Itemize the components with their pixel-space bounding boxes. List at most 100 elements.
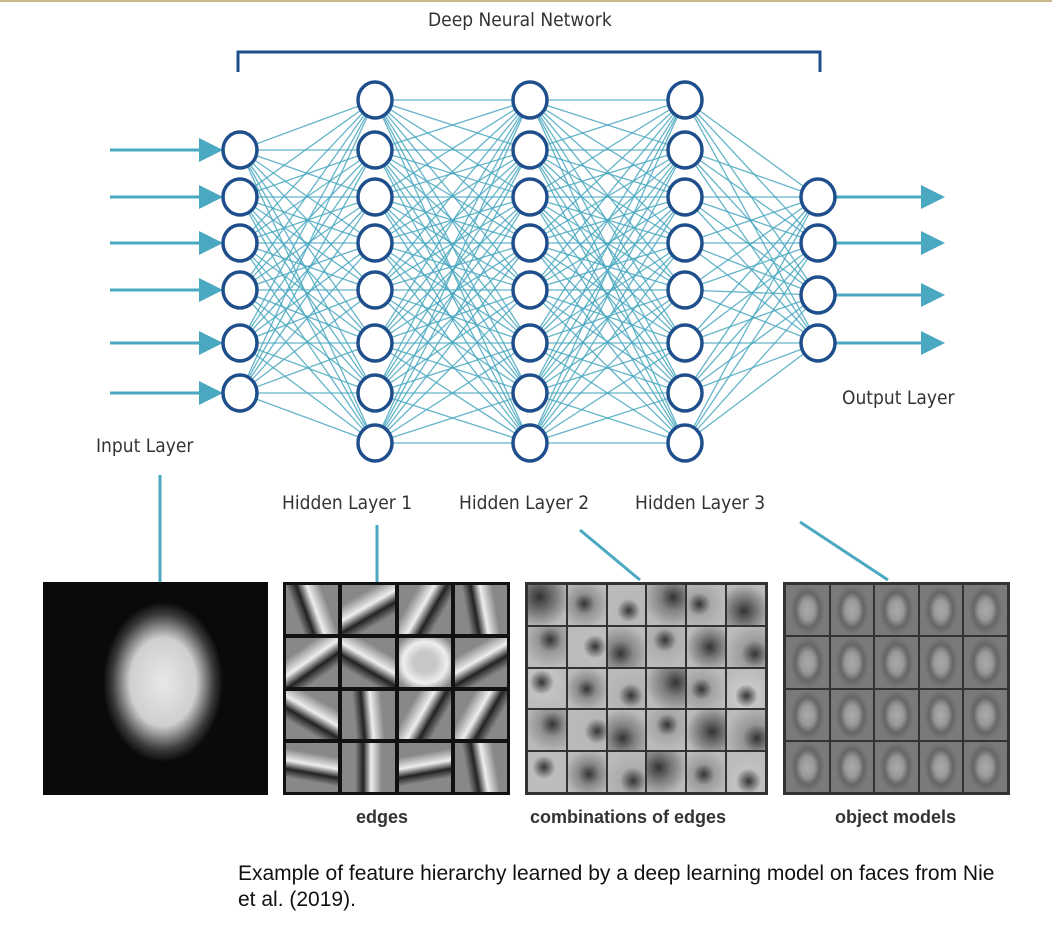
edge-filter-tile: [342, 637, 395, 687]
edge-combination-tile: [647, 710, 686, 751]
neuron-node: [511, 373, 549, 413]
neuron-node: [511, 323, 549, 363]
edge-filter-tile: [398, 690, 451, 740]
connection-edge: [239, 196, 376, 344]
connection-edge: [239, 342, 376, 394]
neuron-node: [221, 270, 259, 310]
connection-edge: [374, 196, 531, 394]
diagram-title: Deep Neural Network: [428, 9, 612, 31]
face-model-tile: [875, 585, 918, 636]
connection-edge: [239, 196, 376, 394]
neuron-node: [356, 177, 394, 217]
neuron-node: [221, 130, 259, 170]
edge-combination-tile: [607, 668, 646, 709]
edge-combination-tile: [687, 585, 726, 625]
edge-combination-tile: [647, 626, 686, 667]
connection-edge: [374, 242, 531, 444]
connection-edge: [529, 242, 686, 344]
edge-combination-tile: [727, 668, 765, 709]
neuron-node: [356, 373, 394, 413]
face-model-tile: [875, 689, 918, 740]
face-model-tile: [919, 689, 963, 740]
neuron-node: [511, 223, 549, 263]
connection-edge: [374, 99, 531, 444]
edge-filter-tile: [286, 637, 339, 687]
connection-edge: [529, 242, 686, 394]
face-model-tile: [830, 741, 874, 792]
edge-combination-tile: [607, 752, 646, 792]
edge-filter-tile: [398, 585, 451, 634]
neuron-node: [356, 323, 394, 363]
edge-combination-tile: [687, 668, 726, 709]
edge-filter-tile: [286, 585, 339, 634]
edge-combinations-grid: [525, 582, 768, 795]
neuron-node: [356, 130, 394, 170]
neuron-node: [666, 373, 704, 413]
connection-edge: [684, 294, 819, 444]
connection-edge: [684, 196, 819, 291]
edge-combination-tile: [687, 752, 726, 792]
connection-edge: [239, 149, 376, 244]
edge-filter-tile: [398, 743, 451, 792]
neuron-node: [799, 223, 837, 263]
connection-edge: [374, 99, 531, 344]
edge-combination-tile: [567, 585, 606, 625]
connection-edge: [684, 149, 819, 198]
layer-connector-line: [579, 528, 641, 582]
face-model-tile: [919, 741, 963, 792]
connection-edge: [684, 242, 819, 344]
edge-combination-tile: [528, 752, 566, 792]
face-model-tile: [964, 741, 1007, 792]
connection-edge: [239, 242, 376, 291]
connection-edge: [684, 149, 819, 296]
connection-edge: [374, 289, 531, 394]
connection-edge: [374, 99, 531, 394]
top-rule: [0, 0, 1052, 2]
edge-combination-tile: [647, 585, 686, 625]
connection-edge: [239, 196, 376, 291]
edge-filter-tile: [454, 585, 507, 634]
edge-combination-tile: [727, 710, 765, 751]
edge-combination-tile: [687, 626, 726, 667]
neuron-node: [799, 275, 837, 315]
input-layer-label: Input Layer: [96, 435, 194, 457]
edge-filter-tile: [454, 637, 507, 687]
neuron-node: [666, 177, 704, 217]
edge-filter-tile: [454, 743, 507, 792]
output-layer-label: Output Layer: [842, 387, 955, 409]
connection-edge: [239, 289, 376, 444]
connection-edge: [529, 99, 686, 198]
face-model-tile: [919, 637, 963, 688]
edge-combination-tile: [567, 752, 606, 792]
neuron-node: [511, 177, 549, 217]
neuron-node: [666, 423, 704, 463]
face-model-tile: [875, 741, 918, 792]
neuron-node: [799, 177, 837, 217]
connection-edge: [529, 242, 686, 291]
connection-edge: [239, 242, 376, 344]
connection-edge: [529, 342, 686, 444]
edge-filter-tile: [342, 690, 395, 740]
connection-edge: [374, 196, 531, 444]
neuron-node: [511, 80, 549, 120]
face-model-tile: [830, 689, 874, 740]
connection-edge: [529, 99, 686, 291]
edge-filter-tile: [342, 743, 395, 792]
neuron-node: [221, 223, 259, 263]
connection-edge: [529, 99, 686, 344]
connection-edge: [684, 242, 819, 296]
edge-combination-tile: [607, 710, 646, 751]
connection-edge: [374, 99, 531, 291]
face-model-tile: [830, 585, 874, 636]
connection-edge: [529, 289, 686, 444]
edges-feature-grid: [283, 582, 510, 795]
connection-edge: [239, 392, 376, 444]
edge-filter-tile: [342, 585, 395, 634]
neuron-node: [221, 177, 259, 217]
edge-combination-tile: [647, 752, 686, 792]
connection-edge: [684, 196, 819, 394]
edge-combination-tile: [727, 585, 765, 625]
connection-edge: [529, 289, 686, 344]
edge-combination-tile: [727, 752, 765, 792]
neuron-node: [356, 423, 394, 463]
